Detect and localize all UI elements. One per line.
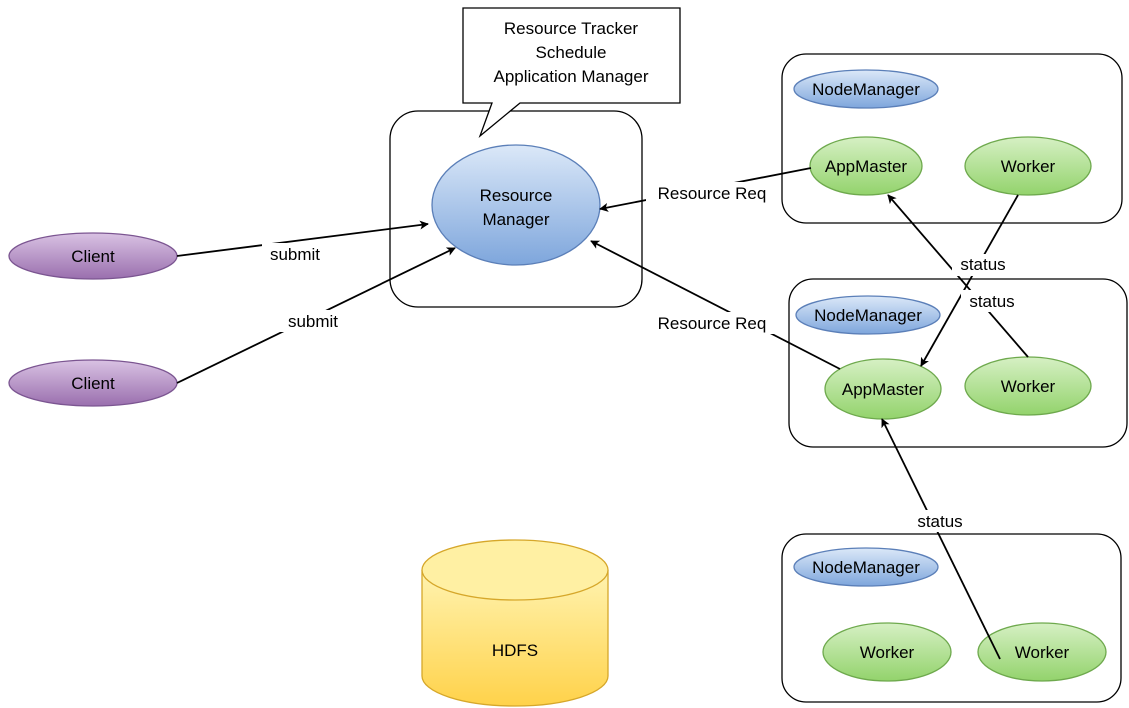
worker-label-3a: Worker: [860, 643, 915, 662]
resource-manager-node[interactable]: Resource Manager: [431, 144, 601, 266]
edge-client1-to-rm: [176, 220, 429, 257]
edge-label-submit-1: submit: [270, 245, 320, 264]
resource-manager-line-2: Manager: [482, 210, 549, 229]
edge-label-status-2: status: [969, 292, 1014, 311]
hdfs-storage[interactable]: HDFS: [421, 539, 609, 707]
node-manager-3[interactable]: NodeManager: [793, 547, 939, 587]
edge-label-status-3: status: [917, 512, 962, 531]
app-master-2[interactable]: AppMaster: [824, 358, 942, 420]
node-manager-1[interactable]: NodeManager: [793, 69, 939, 109]
app-master-label-2: AppMaster: [842, 380, 925, 399]
worker-label-3b: Worker: [1015, 643, 1070, 662]
client-node-1[interactable]: Client: [8, 232, 178, 280]
node-manager-label-1: NodeManager: [812, 80, 920, 99]
edge-label-status-1: status: [960, 255, 1005, 274]
edge-label-resource-req-2: Resource Req: [658, 314, 767, 333]
resource-manager-line-1: Resource: [480, 186, 553, 205]
edge-worker1-to-appmaster2: [920, 194, 1019, 367]
edge-labels: submit submit Resource Req Resource Req …: [262, 182, 1023, 532]
edge-appmaster2-to-rm: [590, 240, 841, 370]
callout-box: Resource Tracker Schedule Application Ma…: [462, 7, 681, 139]
worker-label-1: Worker: [1001, 157, 1056, 176]
worker-3a[interactable]: Worker: [822, 622, 952, 682]
node-manager-label-3: NodeManager: [812, 558, 920, 577]
worker-label-2: Worker: [1001, 377, 1056, 396]
callout-line-2: Schedule: [536, 43, 607, 62]
node-manager-label-2: NodeManager: [814, 306, 922, 325]
edge-label-resource-req-1: Resource Req: [658, 184, 767, 203]
edge-worker3b-to-appmaster2: [881, 418, 1001, 660]
client-node-2[interactable]: Client: [8, 359, 178, 407]
client-label-1: Client: [71, 247, 115, 266]
hdfs-label: HDFS: [492, 641, 538, 660]
callout-line-1: Resource Tracker: [504, 19, 638, 38]
worker-2[interactable]: Worker: [964, 356, 1092, 416]
callout-line-3: Application Manager: [494, 67, 649, 86]
worker-3b[interactable]: Worker: [977, 622, 1107, 682]
app-master-label-1: AppMaster: [825, 157, 908, 176]
edge-label-submit-2: submit: [288, 312, 338, 331]
worker-1[interactable]: Worker: [964, 136, 1092, 196]
client-label-2: Client: [71, 374, 115, 393]
app-master-1[interactable]: AppMaster: [809, 136, 923, 196]
node-manager-2[interactable]: NodeManager: [795, 295, 941, 335]
